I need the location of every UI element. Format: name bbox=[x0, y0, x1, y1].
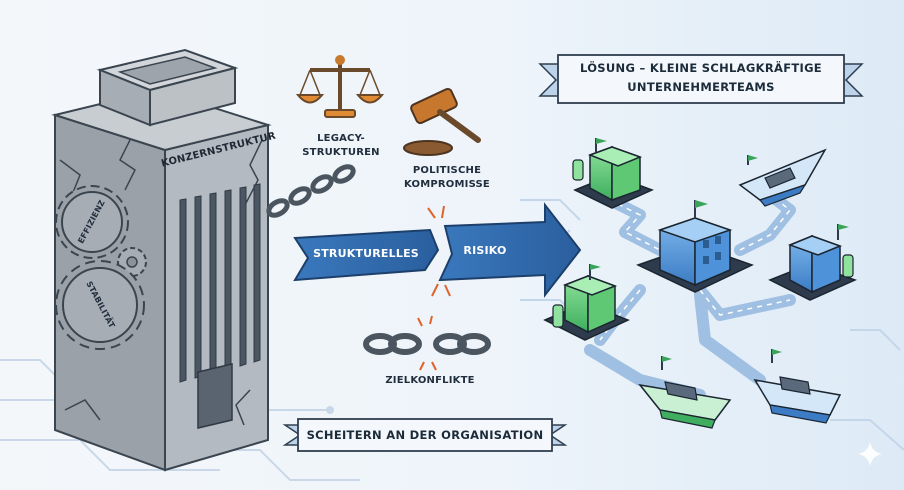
team-building-green-2 bbox=[543, 264, 630, 341]
scales-icon bbox=[295, 55, 385, 118]
arrow-text-right: RISIKO bbox=[463, 244, 507, 257]
goal-conflicts-label: ZIELKONFLIKTE bbox=[385, 375, 475, 386]
speedboat-green-bottom bbox=[638, 356, 732, 429]
corporate-building bbox=[51, 48, 272, 472]
legacy-structures-label: LEGACY- STRUKTUREN bbox=[302, 133, 380, 158]
gear-stability-icon bbox=[55, 260, 145, 350]
bottom-banner-text: SCHEITERN AN DER ORGANISATION bbox=[306, 428, 544, 442]
gear-efficiency-icon bbox=[55, 185, 129, 259]
team-building-blue bbox=[768, 224, 858, 301]
arrow-text-left: STRUKTURELLES bbox=[313, 247, 419, 260]
speedboat-blue-bottom bbox=[753, 349, 842, 424]
speedboat-blue-top bbox=[738, 148, 827, 207]
hub-building bbox=[636, 200, 754, 293]
broken-chain-icon bbox=[363, 333, 491, 355]
gavel-icon bbox=[403, 87, 481, 156]
chain-icon bbox=[266, 164, 356, 218]
political-compromises-label: POLITISCHE KOMPROMISSE bbox=[404, 165, 490, 190]
top-banner bbox=[538, 54, 864, 104]
structural-risk-arrow bbox=[293, 202, 582, 298]
top-banner-line1: LÖSUNG – KLEINE SCHLAGKRÄFTIGE bbox=[580, 61, 822, 75]
sparkle-icon bbox=[858, 442, 882, 466]
top-banner-line2: UNTERNEHMERTEAMS bbox=[627, 80, 775, 94]
bottom-banner bbox=[282, 418, 568, 452]
team-building-green-1 bbox=[572, 138, 654, 209]
